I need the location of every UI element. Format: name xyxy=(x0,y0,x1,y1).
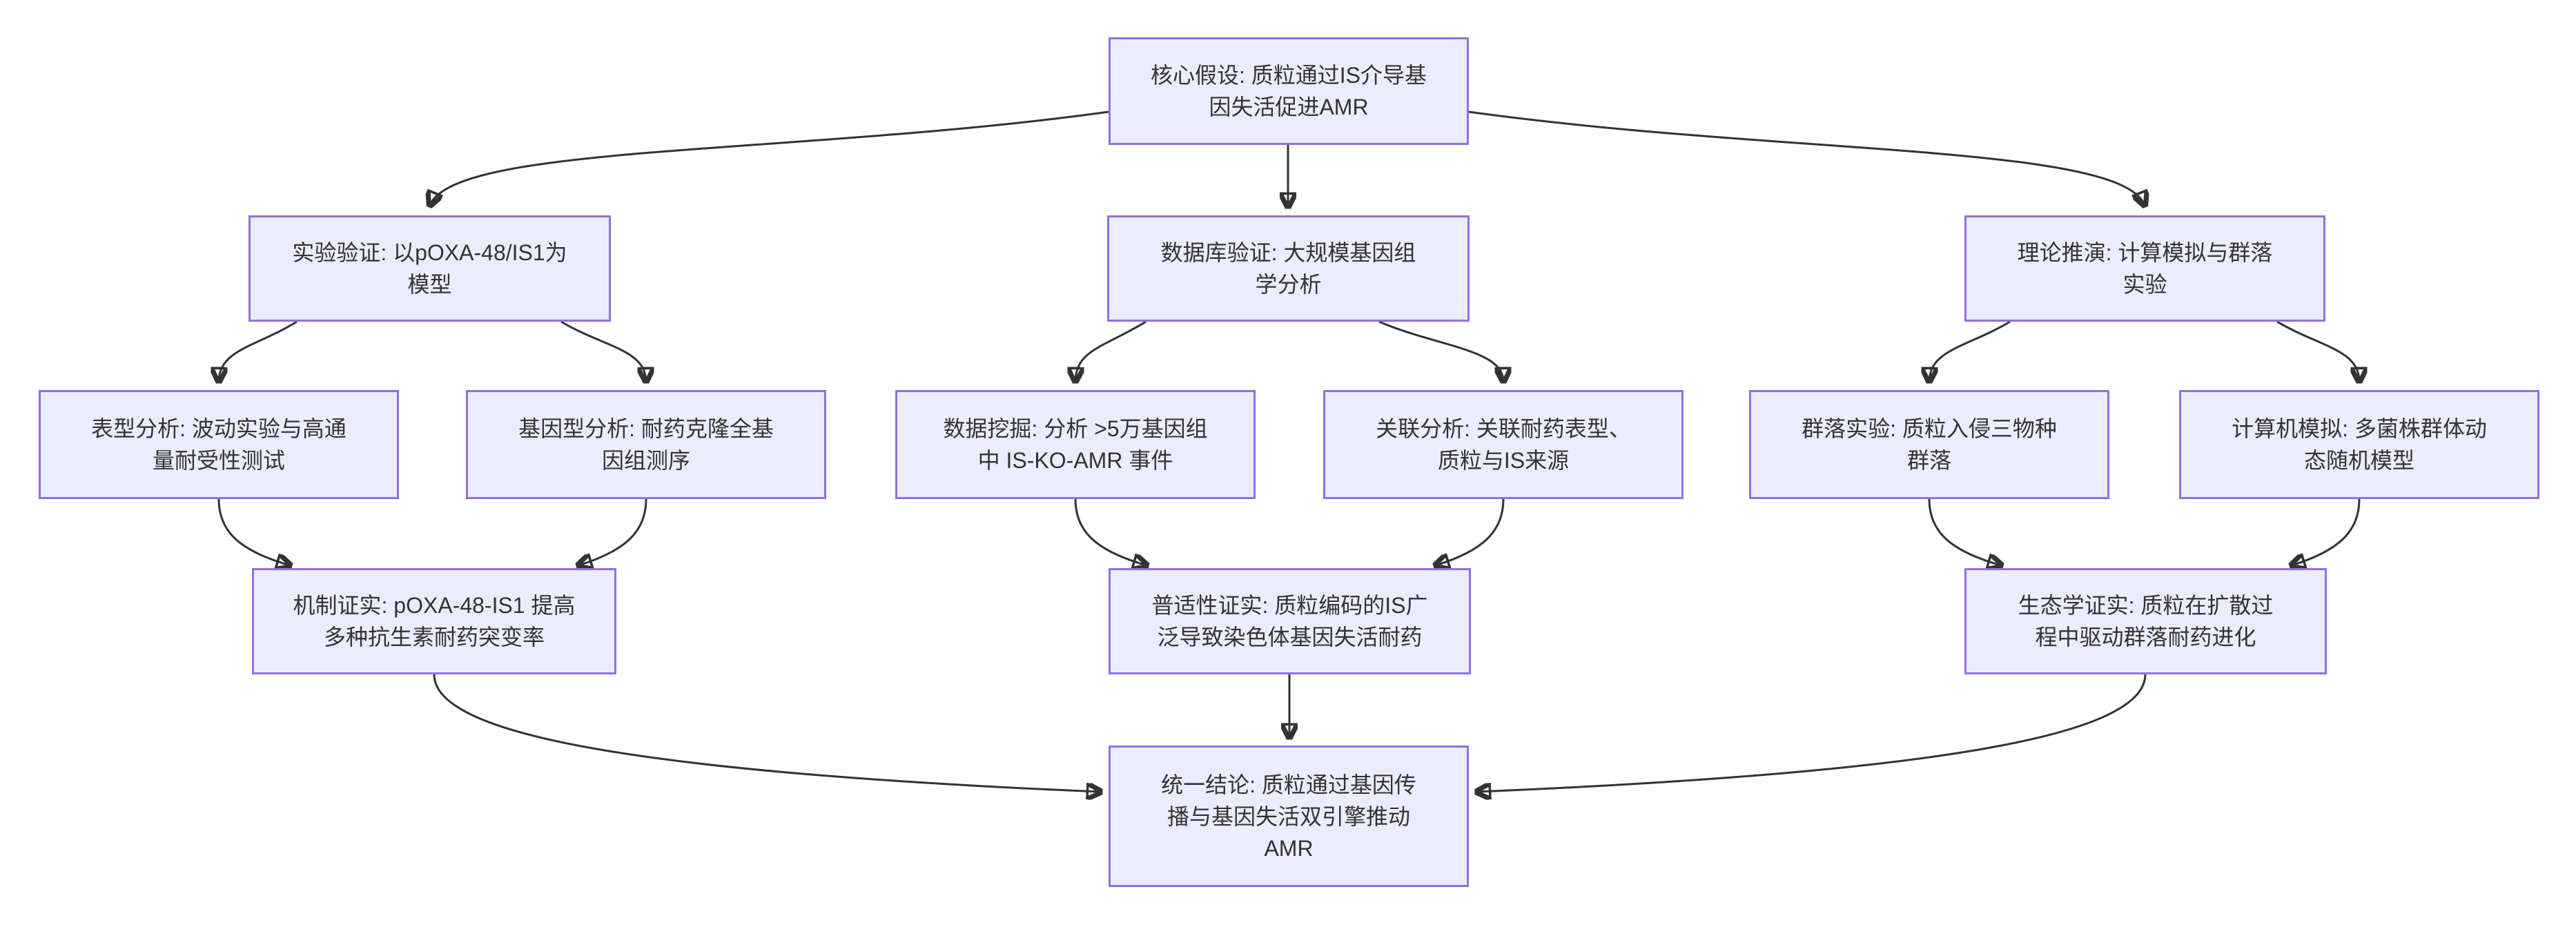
node-hypothesis: 核心假设: 质粒通过IS介导基 因失活促进AMR xyxy=(1109,37,1469,145)
edge-simulation-ecology xyxy=(2292,498,2361,565)
node-conclusion-label: 统一结论: 质粒通过基因传 播与基因失活双引擎推动 AMR xyxy=(1161,772,1416,861)
node-phenotype: 表型分析: 波动实验与高通 量耐受性测试 xyxy=(39,390,399,499)
node-mechanism: 机制证实: pOXA-48-IS1 提高 多种抗生素耐药突变率 xyxy=(252,568,616,674)
node-association-label: 关联分析: 关联耐药表型、 质粒与IS来源 xyxy=(1376,416,1631,473)
edge-experimental-phenotype xyxy=(219,320,297,381)
edge-community-ecology xyxy=(1928,498,2001,565)
node-ecology-label: 生态学证实: 质粒在扩散过 程中驱动群落耐药进化 xyxy=(2018,593,2274,650)
edge-theory-community xyxy=(1929,320,2011,381)
edge-phenotype-mechanism xyxy=(217,498,290,565)
node-hypothesis-label: 核心假设: 质粒通过IS介导基 因失活促进AMR xyxy=(1150,63,1427,119)
node-database: 数据库验证: 大规模基因组 学分析 xyxy=(1107,215,1470,322)
edge-association-universality xyxy=(1436,498,1505,565)
node-mining-label: 数据挖掘: 分析 >5万基因组 中 IS-KO-AMR 事件 xyxy=(943,416,1208,473)
node-community: 群落实验: 质粒入侵三物种 群落 xyxy=(1749,390,2109,499)
node-simulation-label: 计算机模拟: 多菌株群体动 态随机模型 xyxy=(2232,416,2487,473)
node-experimental: 实验验证: 以pOXA-48/IS1为 模型 xyxy=(248,215,611,322)
edge-ecology-conclusion xyxy=(1477,674,2147,792)
edge-hypothesis-theory xyxy=(1468,110,2145,205)
node-phenotype-label: 表型分析: 波动实验与高通 量耐受性测试 xyxy=(91,416,347,473)
node-genotype-label: 基因型分析: 耐药克隆全基 因组测序 xyxy=(518,416,774,473)
node-database-label: 数据库验证: 大规模基因组 学分析 xyxy=(1160,240,1416,297)
edge-mining-universality xyxy=(1074,498,1146,565)
edge-mechanism-conclusion xyxy=(433,674,1100,792)
node-experimental-label: 实验验证: 以pOXA-48/IS1为 模型 xyxy=(292,240,567,297)
node-mechanism-label: 机制证实: pOXA-48-IS1 提高 多种抗生素耐药突变率 xyxy=(293,593,576,650)
node-theory: 理论推演: 计算模拟与群落 实验 xyxy=(1964,215,2325,322)
node-simulation: 计算机模拟: 多菌株群体动 态随机模型 xyxy=(2179,390,2539,499)
node-genotype: 基因型分析: 耐药克隆全基 因组测序 xyxy=(466,390,826,499)
node-association: 关联分析: 关联耐药表型、 质粒与IS来源 xyxy=(1323,390,1684,499)
edge-hypothesis-experimental xyxy=(430,110,1109,205)
edge-database-association xyxy=(1378,320,1503,381)
edge-database-mining xyxy=(1075,320,1146,381)
node-community-label: 群落实验: 质粒入侵三物种 群落 xyxy=(1802,416,2057,473)
node-universality: 普适性证实: 质粒编码的IS广 泛导致染色体基因失活耐药 xyxy=(1109,568,1471,674)
node-mining: 数据挖掘: 分析 >5万基因组 中 IS-KO-AMR 事件 xyxy=(895,390,1256,499)
node-conclusion: 统一结论: 质粒通过基因传 播与基因失活双引擎推动 AMR xyxy=(1109,746,1469,887)
edge-theory-simulation xyxy=(2276,320,2359,381)
node-universality-label: 普适性证实: 质粒编码的IS广 泛导致染色体基因失活耐药 xyxy=(1151,593,1428,650)
node-theory-label: 理论推演: 计算模拟与群落 实验 xyxy=(2017,240,2273,297)
edge-genotype-mechanism xyxy=(578,498,647,565)
node-ecology: 生态学证实: 质粒在扩散过 程中驱动群落耐药进化 xyxy=(1964,568,2327,674)
edge-experimental-genotype xyxy=(560,320,646,381)
